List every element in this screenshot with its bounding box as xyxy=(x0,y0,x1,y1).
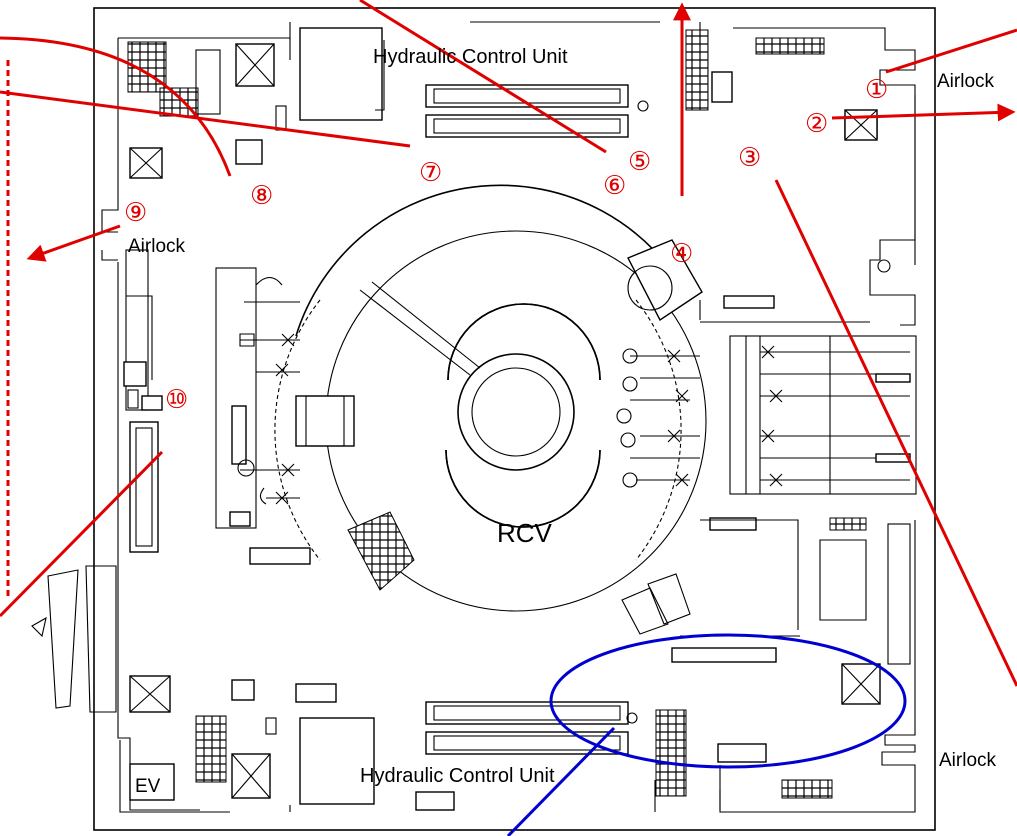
airlock-left-label: Airlock xyxy=(128,236,186,257)
route-arrow-9 xyxy=(26,224,121,262)
hcu-top-label: Hydraulic Control Unit xyxy=(373,46,568,68)
route-line-3 xyxy=(774,179,1017,687)
route-line-5 xyxy=(359,0,607,154)
marker-1: ① xyxy=(865,75,888,105)
hcu-bottom xyxy=(129,675,687,811)
route-line-7 xyxy=(0,90,411,148)
hcu-bottom-label: Hydraulic Control Unit xyxy=(360,765,555,787)
rcv-right-valves xyxy=(616,348,700,488)
rcv-label: RCV xyxy=(497,518,553,548)
ev-label: EV xyxy=(135,776,161,797)
marker-4: ④ xyxy=(670,239,693,269)
marker-8: ⑧ xyxy=(250,181,273,211)
marker-2: ② xyxy=(805,109,828,139)
route-line-8 xyxy=(0,36,232,177)
marker-9: ⑨ xyxy=(124,198,147,228)
right-piping xyxy=(699,295,917,495)
left-structures xyxy=(31,249,311,713)
rcv-vessel xyxy=(244,184,707,635)
hcu-top xyxy=(425,29,891,273)
airlock-right-top-label: Airlock xyxy=(937,71,995,92)
route-arrow-2 xyxy=(831,103,1016,122)
route-line-10 xyxy=(0,450,164,618)
left-valves xyxy=(237,333,300,505)
marker-6: ⑥ xyxy=(603,171,626,201)
marker-3: ③ xyxy=(738,143,761,173)
route-line-1 xyxy=(885,28,1017,74)
top-left-equipment xyxy=(127,27,385,179)
marker-10: ⑩ xyxy=(165,385,188,415)
route-arrows xyxy=(0,0,1017,687)
highlight-area xyxy=(506,633,907,836)
airlock-right-bottom-label: Airlock xyxy=(939,750,997,771)
marker-7: ⑦ xyxy=(419,158,442,188)
marker-5: ⑤ xyxy=(628,147,651,177)
bottom-right-structures xyxy=(671,517,911,799)
